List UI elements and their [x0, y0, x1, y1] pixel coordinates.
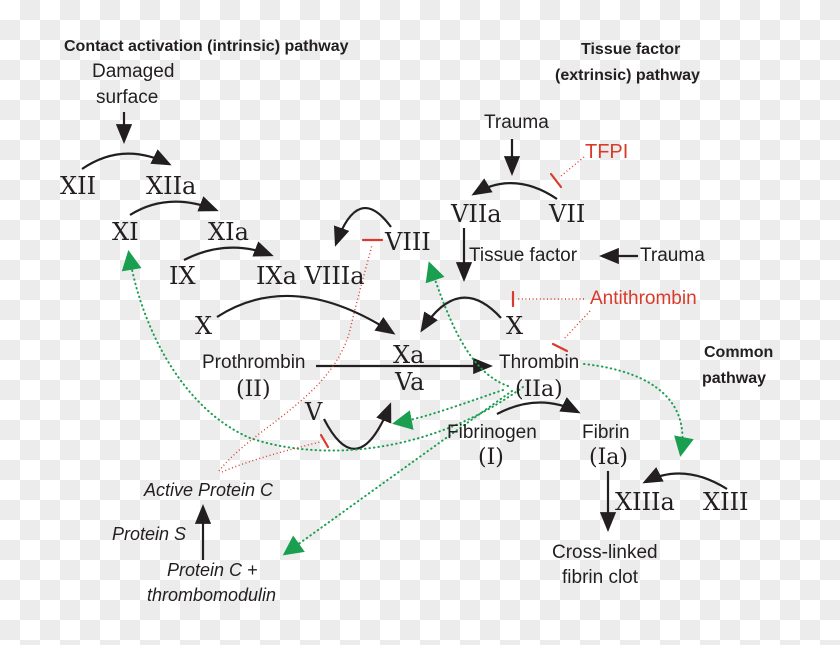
label-factor-xia: XIa: [208, 218, 249, 246]
arrow-x-left-xa: [216, 294, 396, 335]
label-prothrombin: Prothrombin: [202, 352, 306, 373]
label-thrombin-number: (IIa): [515, 377, 563, 402]
feedback-thrombin-va: [392, 389, 504, 430]
label-trauma-top: Trauma: [484, 112, 549, 133]
header-intrinsic-pathway: Contact activation (intrinsic) pathway: [64, 38, 349, 55]
label-factor-ixa-viiia: IXa VIIIa: [256, 262, 365, 290]
label-tissue-factor: Tissue factor: [469, 245, 578, 266]
label-factor-viii: VIII: [385, 228, 431, 256]
arrow-v-va: [323, 402, 392, 450]
label-damaged-line2: surface: [96, 87, 159, 108]
label-protein-c-thrombomodulin-line1: Protein C +: [167, 560, 258, 580]
label-fibrinogen: Fibrinogen: [447, 422, 537, 443]
inhibit-tfpi-viia: [560, 156, 585, 177]
label-factor-x-right: X: [506, 312, 524, 340]
inhibit-apc-viiia: [218, 244, 373, 472]
label-fibrin: Fibrin: [582, 422, 630, 443]
inhibition-lines: [218, 156, 591, 473]
feedback-thrombin-protein-c: [282, 390, 513, 556]
arrow-iia-fibrin: [496, 397, 581, 415]
label-factor-vii: VII: [549, 200, 586, 228]
label-factor-ix: IX: [169, 262, 196, 290]
inhibit-apc-va-tbar: [319, 433, 330, 449]
label-factor-v: V: [305, 398, 323, 426]
label-fibrinogen-number: (I): [478, 445, 504, 470]
label-crosslinked-line2: fibrin clot: [562, 567, 639, 588]
label-factor-xii: XII: [60, 172, 97, 200]
header-extrinsic-pathway-line2: (extrinsic) pathway: [555, 67, 700, 84]
arrow-viii-viiia: [333, 207, 392, 247]
feedback-thrombin-xi: [121, 250, 524, 452]
inhibit-antithrombin-thrombin: [562, 310, 591, 341]
arrow-vii-viia: [471, 178, 558, 200]
label-trauma-right: Trauma: [640, 245, 705, 266]
label-factor-va: Va: [395, 368, 425, 396]
label-tfpi: TFPI: [585, 141, 629, 163]
label-factor-xiia: XIIa: [146, 172, 197, 200]
inhibit-apc-va: [221, 441, 321, 473]
feedback-thrombin-xiii: [583, 363, 694, 457]
arrow-xii-xiia: [81, 149, 172, 170]
inhibit-tfpi-viia-tbar: [549, 172, 563, 189]
inhibit-antithrombin-thrombin-tbar: [551, 342, 569, 353]
header-common-pathway-line2: pathway: [702, 370, 767, 387]
label-factor-viia: VIIa: [451, 200, 502, 228]
feedback-thrombin-viii: [425, 261, 509, 387]
arrow-x-right-xa: [420, 296, 502, 333]
arrow-xiii-xiiia: [642, 467, 728, 490]
header-extrinsic-pathway-line1: Tissue factor: [581, 41, 681, 58]
label-factor-x-left: X: [195, 312, 213, 340]
arrow-ix-ixa: [183, 241, 274, 261]
label-active-protein-c: Active Protein C: [144, 480, 274, 500]
label-factor-xi: XI: [112, 218, 139, 246]
label-crosslinked-line1: Cross-linked: [552, 542, 658, 563]
header-common-pathway-line1: Common: [704, 344, 774, 361]
label-antithrombin: Antithrombin: [590, 288, 697, 309]
label-protein-c-thrombomodulin-line2: thrombomodulin: [147, 585, 277, 605]
label-prothrombin-number: (II): [236, 377, 271, 402]
label-protein-s: Protein S: [112, 524, 187, 544]
activation-arrows: [81, 112, 728, 560]
label-fibrin-number: (Ia): [589, 445, 628, 470]
label-factor-xiii: XIII: [703, 488, 749, 516]
arrow-xi-xia: [129, 196, 219, 216]
label-damaged-line1: Damaged: [92, 61, 175, 82]
label-factor-xiiia: XIIIa: [615, 488, 675, 516]
label-factor-xa: Xa: [393, 341, 425, 369]
thrombin-feedback-arrows: [121, 250, 694, 556]
label-thrombin: Thrombin: [499, 352, 580, 373]
